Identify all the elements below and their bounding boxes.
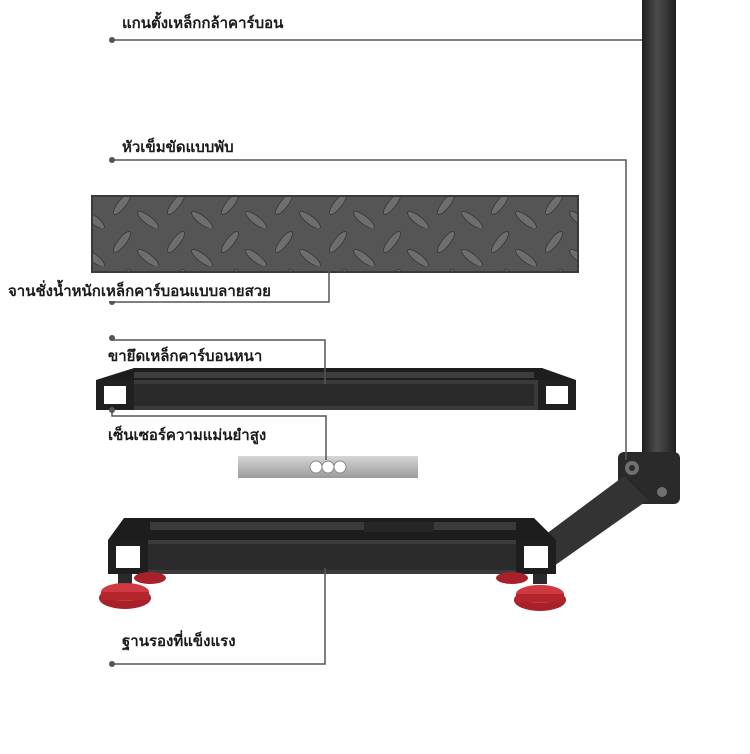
vertical-pole — [642, 0, 676, 465]
label-bracket: ขายึดเหล็กคาร์บอนหนา — [106, 346, 265, 366]
label-plate: จานชั่งน้ำหนักเหล็กคาร์บอนแบบลายสวย — [6, 281, 273, 301]
carbon-steel-bracket — [96, 368, 576, 410]
foot-front-left — [99, 574, 151, 609]
leader-line-plate — [112, 270, 330, 303]
foot-front-right — [514, 574, 566, 611]
leader-line-base — [112, 568, 326, 665]
label-sensor: เซ็นเซอร์ความแม่นยำสูง — [106, 425, 269, 445]
precision-sensor — [238, 456, 418, 478]
foot-back-left — [134, 572, 166, 584]
foot-back-right — [496, 572, 528, 584]
diamond-weighing-plate — [91, 195, 579, 273]
leader-line-hinge — [112, 159, 627, 460]
sturdy-base — [108, 518, 556, 574]
label-pole: แกนตั้งเหล็กกล้าคาร์บอน — [120, 13, 286, 33]
label-base: ฐานรองที่แข็งแรง — [120, 631, 238, 651]
label-hinge: หัวเข็มขัดแบบพับ — [120, 137, 236, 157]
diagonal-support-arm — [538, 476, 648, 566]
